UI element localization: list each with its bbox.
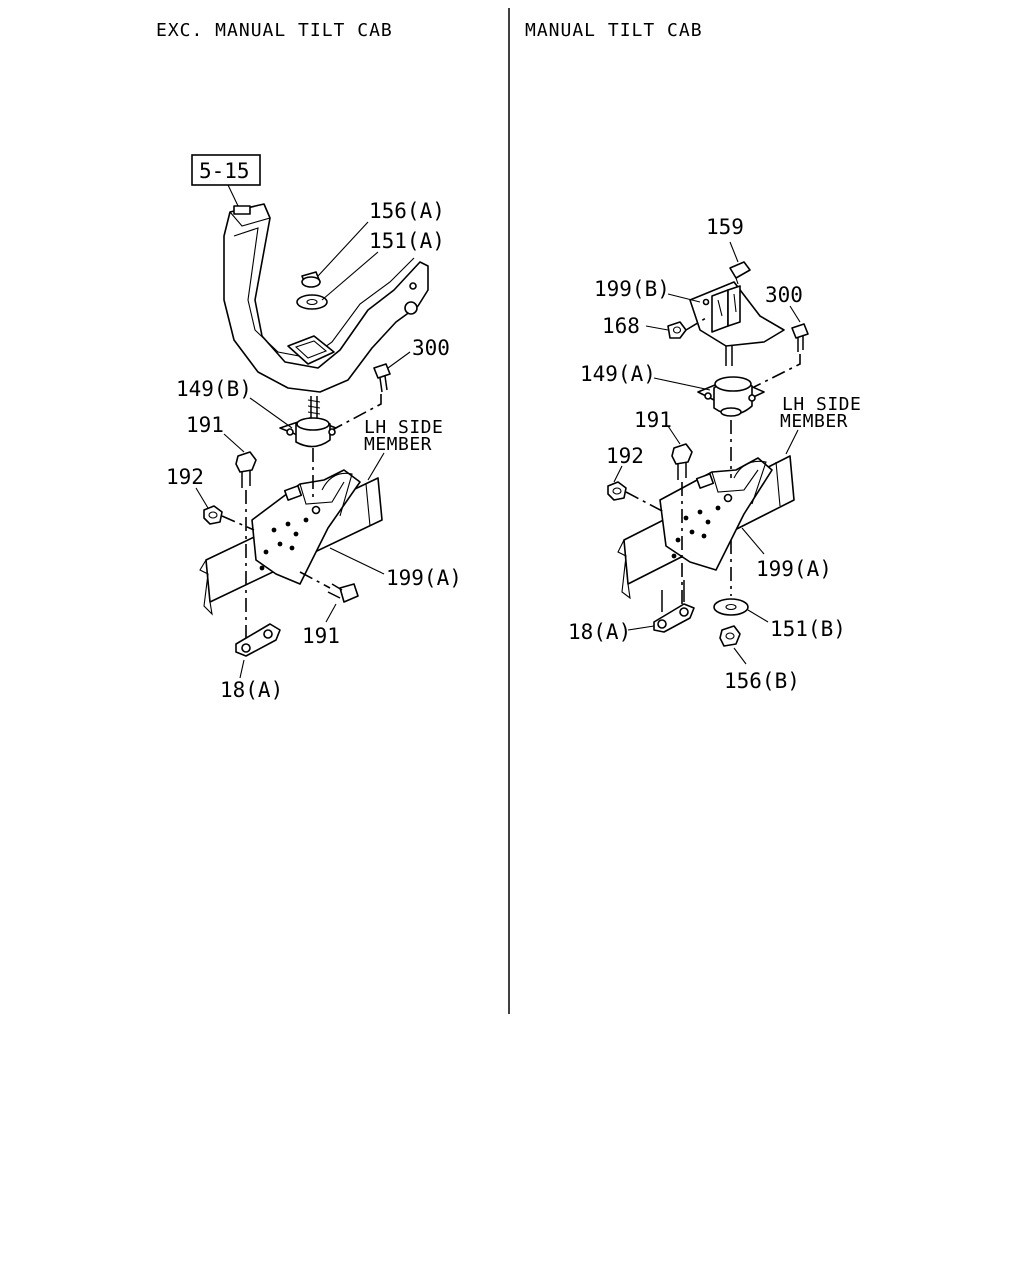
bracket-199a-right[interactable] bbox=[659, 457, 773, 571]
right-panel: MANUAL TILT CAB 159 199(B) 168 bbox=[525, 20, 861, 693]
bracket-199a[interactable] bbox=[251, 469, 361, 585]
bracket-199b[interactable] bbox=[689, 281, 785, 347]
label-18a-right: 18(A) bbox=[568, 620, 631, 644]
left-title: EXC. MANUAL TILT CAB bbox=[156, 20, 393, 41]
ref-box-label: 5-15 bbox=[199, 159, 250, 183]
label-300-right: 300 bbox=[765, 283, 803, 307]
label-149a: 149(A) bbox=[580, 362, 656, 386]
bolt-300[interactable] bbox=[373, 363, 391, 393]
ref-box[interactable] bbox=[191, 154, 261, 186]
bolt-191-bottom[interactable] bbox=[327, 583, 359, 603]
plate-18a-right[interactable] bbox=[653, 580, 695, 633]
cab-bracket bbox=[223, 203, 429, 393]
label-192-right: 192 bbox=[606, 444, 644, 468]
label-192: 192 bbox=[166, 465, 204, 489]
clip-159[interactable] bbox=[729, 261, 751, 285]
nut-156b[interactable] bbox=[719, 625, 741, 647]
washer-151a[interactable] bbox=[296, 294, 328, 310]
label-lh-side-right: LH SIDE bbox=[782, 394, 861, 415]
label-199b: 199(B) bbox=[594, 277, 670, 301]
label-159: 159 bbox=[706, 215, 744, 239]
mount-149a[interactable] bbox=[697, 376, 765, 417]
nut-156a[interactable] bbox=[301, 271, 321, 288]
label-199a: 199(A) bbox=[386, 566, 462, 590]
label-member: MEMBER bbox=[364, 434, 432, 455]
bolt-191-top[interactable] bbox=[235, 451, 257, 488]
label-191-right: 191 bbox=[634, 408, 672, 432]
label-199a-right: 199(A) bbox=[756, 557, 832, 581]
left-panel: EXC. MANUAL TILT CAB 5-15 156(A) 151 bbox=[156, 20, 462, 702]
right-title: MANUAL TILT CAB bbox=[525, 20, 703, 41]
label-member-right: MEMBER bbox=[780, 411, 848, 432]
label-191-top: 191 bbox=[186, 413, 224, 437]
label-18a: 18(A) bbox=[220, 678, 283, 702]
nut-192[interactable] bbox=[203, 505, 223, 525]
label-156b: 156(B) bbox=[724, 669, 800, 693]
label-168: 168 bbox=[602, 314, 640, 338]
nut-192-right[interactable] bbox=[607, 481, 627, 501]
bolt-191-right[interactable] bbox=[671, 443, 693, 480]
mount-149b[interactable] bbox=[279, 396, 337, 448]
label-lh-side: LH SIDE bbox=[364, 417, 443, 438]
label-149b: 149(B) bbox=[176, 377, 252, 401]
bolt-300-right[interactable] bbox=[791, 323, 809, 352]
label-151b: 151(B) bbox=[770, 617, 846, 641]
label-151a: 151(A) bbox=[369, 229, 445, 253]
nut-168[interactable] bbox=[667, 321, 687, 339]
label-300: 300 bbox=[412, 336, 450, 360]
plate-18a[interactable] bbox=[235, 623, 281, 657]
washer-151b[interactable] bbox=[713, 598, 749, 616]
label-156a: 156(A) bbox=[369, 199, 445, 223]
label-191-bottom: 191 bbox=[302, 624, 340, 648]
